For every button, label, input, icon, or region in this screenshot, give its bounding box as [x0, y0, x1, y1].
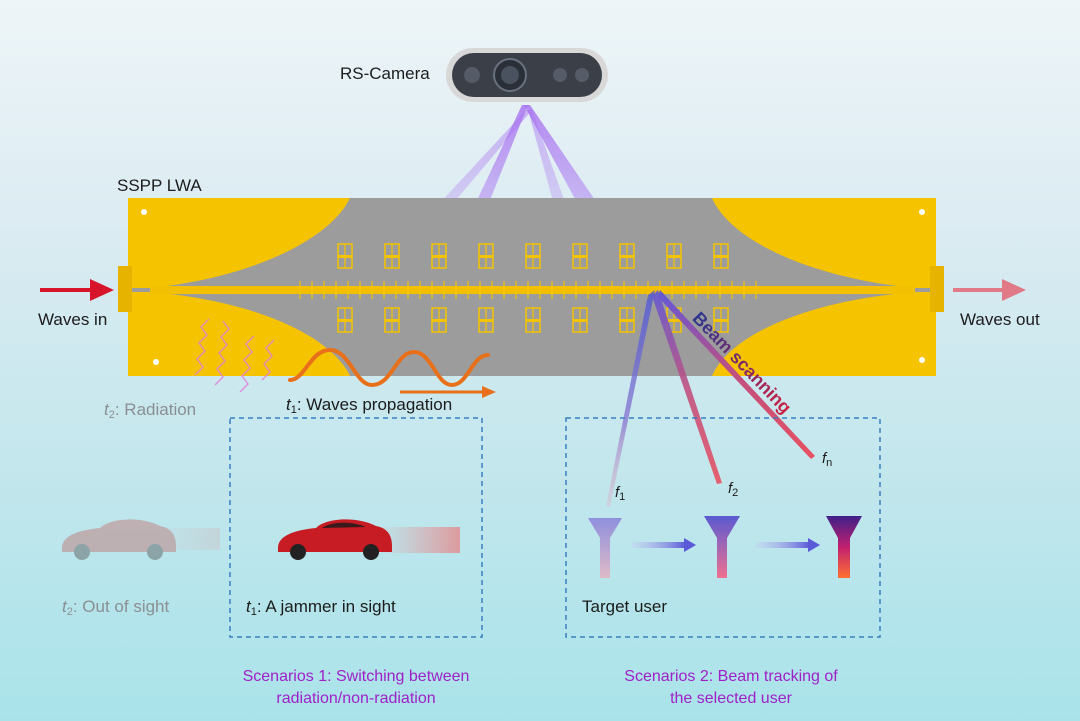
t2-out-of-sight-label: t2: Out of sight: [62, 597, 169, 618]
unit-cell: [572, 243, 588, 269]
unit-cell: [713, 243, 729, 269]
unit-cell: [431, 307, 447, 333]
car-jammer: [278, 519, 460, 560]
fn-sub: n: [826, 457, 833, 469]
f2-sub: 2: [732, 487, 739, 499]
t2-out-var: t: [62, 597, 67, 616]
rs-camera: [446, 48, 608, 102]
unit-cell: [337, 243, 353, 269]
car-out-of-sight: [62, 519, 220, 560]
user-horn-target: [826, 516, 862, 578]
unit-cell: [619, 243, 635, 269]
unit-cell: [384, 243, 400, 269]
unit-cell: [337, 307, 353, 333]
waves-out-arrow: [953, 279, 1026, 301]
t2-radiation-text: : Radiation: [114, 400, 197, 419]
waves-out-label: Waves out: [960, 310, 1040, 329]
t1-jam-sub: 1: [250, 606, 257, 618]
beam-scanning-beams: [606, 290, 815, 507]
f1-var: f: [615, 484, 620, 501]
f1-sub: 1: [619, 491, 626, 503]
t1-jam-text: : A jammer in sight: [256, 597, 396, 616]
t2-out-text: : Out of sight: [72, 597, 170, 616]
sspp-lwa-board: [118, 198, 944, 376]
target-user-label: Target user: [582, 597, 668, 616]
t1-prop-var: t: [286, 395, 291, 414]
user-horn-mid: [704, 516, 740, 578]
t2-radiation-sub: 2: [108, 409, 115, 421]
f2-label: f2: [728, 480, 738, 499]
sspp-unit-cells: [337, 243, 729, 333]
unit-cell: [525, 243, 541, 269]
unit-cell: [666, 243, 682, 269]
tracking-arrows: [632, 538, 820, 552]
unit-cell: [431, 243, 447, 269]
waves-in-label: Waves in: [38, 310, 108, 329]
scenario1-caption-line1: Scenarios 1: Switching between: [242, 668, 470, 685]
unit-cell: [384, 307, 400, 333]
camera-label: RS-Camera: [340, 64, 430, 83]
antenna-label: SSPP LWA: [117, 176, 202, 195]
f2-var: f: [728, 480, 733, 497]
t1-jam-var: t: [246, 597, 251, 616]
t1-prop-sub: 1: [290, 404, 297, 416]
unit-cell: [525, 307, 541, 333]
scenario2-caption-line1: Scenarios 2: Beam tracking of: [624, 668, 838, 685]
t1-prop-text: : Waves propagation: [296, 395, 453, 414]
unit-cell: [478, 243, 494, 269]
scenario2-box: [565, 417, 881, 638]
t1-propagation-label: t1: Waves propagation: [286, 395, 452, 416]
user-horn-faded: [588, 518, 622, 578]
sspp-corrugation-teeth: [299, 281, 757, 299]
unit-cell: [572, 307, 588, 333]
unit-cell: [619, 307, 635, 333]
waves-in-arrow: [40, 279, 114, 301]
radiation-waves: [194, 318, 275, 393]
scenario1-caption: Scenarios 1: Switching between radiation…: [176, 666, 536, 710]
t1-jammer-label: t1: A jammer in sight: [246, 597, 396, 618]
scenario1-caption-line2: radiation/non-radiation: [276, 690, 436, 707]
fn-label: fn: [822, 450, 832, 469]
scenario2-caption: Scenarios 2: Beam tracking of the select…: [552, 666, 910, 710]
scenario2-caption-line2: the selected user: [670, 690, 792, 707]
t2-radiation-label: t2: Radiation: [104, 400, 196, 421]
f1-label: f1: [615, 484, 625, 503]
scenario1-box: [229, 417, 483, 638]
unit-cell: [478, 307, 494, 333]
unit-cell: [713, 307, 729, 333]
t2-radiation-var: t: [104, 400, 109, 419]
propagation-wave: [288, 347, 496, 398]
fn-var: f: [822, 450, 827, 467]
t2-out-sub: 2: [66, 606, 73, 618]
